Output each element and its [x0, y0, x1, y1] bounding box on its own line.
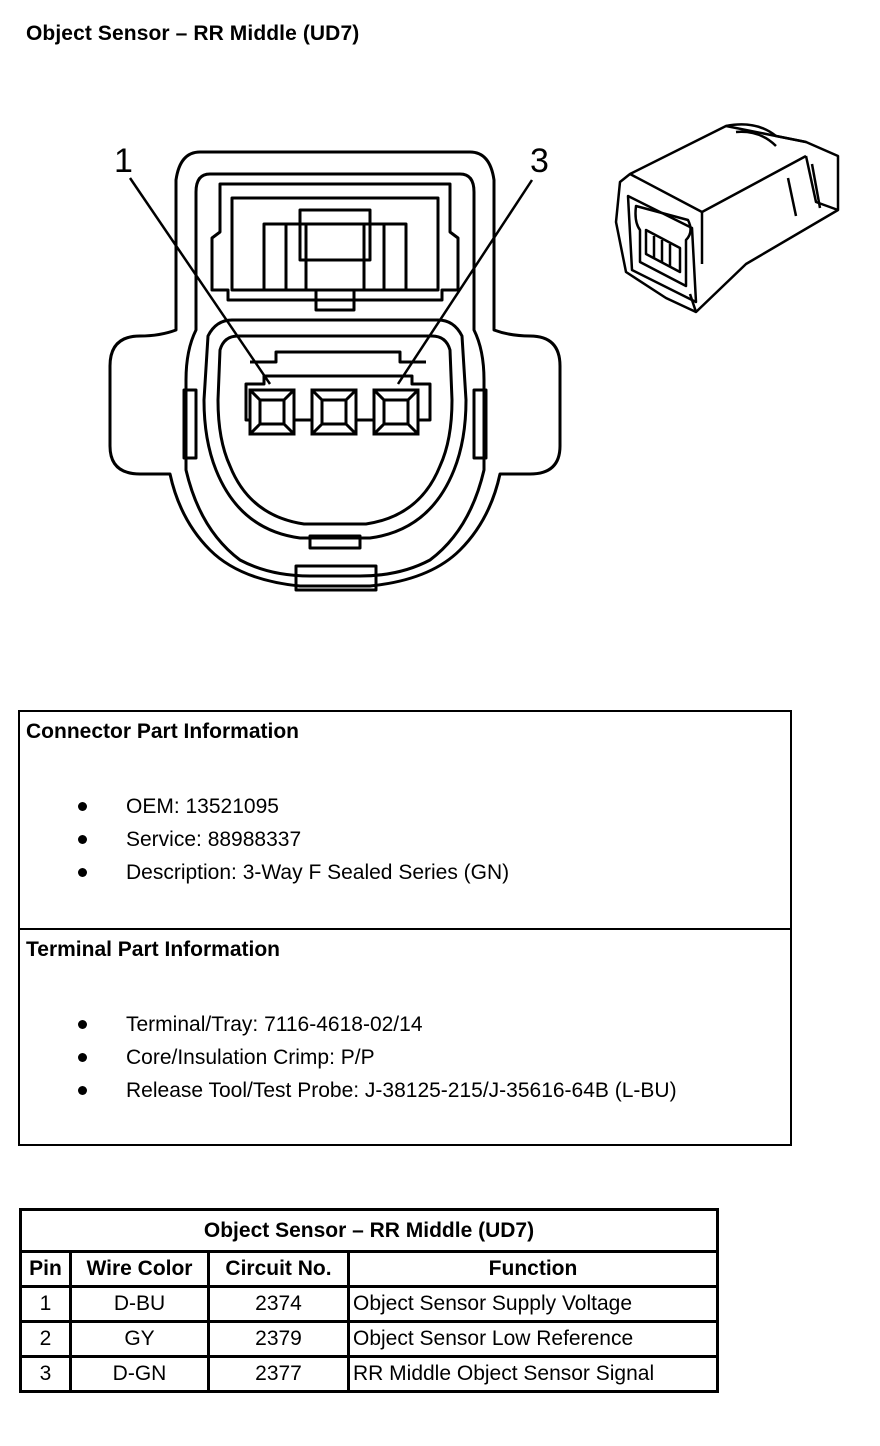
table-header-row: Pin Wire Color Circuit No. Function [19, 1250, 719, 1288]
part-information-box: Connector Part Information OEM: 13521095… [18, 710, 792, 1146]
list-item: Core/Insulation Crimp: P/P [20, 1041, 677, 1074]
pin-cell: 3 [19, 1355, 72, 1393]
bullet-icon [78, 835, 87, 844]
list-item: Service: 88988337 [20, 823, 509, 856]
connector-isometric-diagram [614, 123, 840, 314]
function-cell: Object Sensor Supply Voltage [347, 1285, 719, 1323]
table-title-row: Object Sensor – RR Middle (UD7) [19, 1208, 719, 1253]
terminal-part-information: Terminal Part Information Terminal/Tray:… [20, 930, 790, 1146]
pin-cell: 2 [19, 1320, 72, 1358]
bullet-icon [78, 1020, 87, 1029]
column-header-wire-color: Wire Color [69, 1250, 210, 1288]
bullet-icon [78, 868, 87, 877]
connector-face-diagram [108, 150, 562, 592]
wire-color-cell: D-GN [69, 1355, 210, 1393]
page-title: Object Sensor – RR Middle (UD7) [26, 22, 360, 45]
column-header-pin: Pin [19, 1250, 72, 1288]
wire-color-cell: GY [69, 1320, 210, 1358]
circuit-cell: 2377 [207, 1355, 350, 1393]
pin-cell: 1 [19, 1285, 72, 1323]
list-item: Description: 3-Way F Sealed Series (GN) [20, 856, 509, 889]
pin-label-3: 3 [530, 142, 549, 180]
pin-label-1: 1 [114, 142, 133, 180]
terminal-cavity-2 [310, 388, 358, 436]
bullet-icon [78, 802, 87, 811]
bullet-icon [78, 1086, 87, 1095]
wire-color-cell: D-BU [69, 1285, 210, 1323]
column-header-circuit-no: Circuit No. [207, 1250, 350, 1288]
function-cell: Object Sensor Low Reference [347, 1320, 719, 1358]
terminal-cavity-3 [372, 388, 420, 436]
table-row: 1 D-BU 2374 Object Sensor Supply Voltage [19, 1285, 719, 1323]
leader-line-pin-1 [128, 177, 272, 385]
column-header-function: Function [347, 1250, 719, 1288]
pin-table: Object Sensor – RR Middle (UD7) Pin Wire… [19, 1208, 719, 1393]
terminal-cavity-1 [248, 388, 296, 436]
leader-line-pin-3 [396, 179, 534, 385]
connector-part-information-title: Connector Part Information [26, 720, 300, 743]
bullet-icon [78, 1053, 87, 1062]
table-row: 2 GY 2379 Object Sensor Low Reference [19, 1320, 719, 1358]
table-title: Object Sensor – RR Middle (UD7) [19, 1208, 719, 1253]
function-cell: RR Middle Object Sensor Signal [347, 1355, 719, 1393]
terminal-part-information-title: Terminal Part Information [26, 938, 280, 961]
circuit-cell: 2374 [207, 1285, 350, 1323]
list-item: OEM: 13521095 [20, 790, 509, 823]
connector-part-information: Connector Part Information OEM: 13521095… [20, 712, 790, 930]
list-item: Terminal/Tray: 7116-4618-02/14 [20, 1008, 677, 1041]
list-item: Release Tool/Test Probe: J-38125-215/J-3… [20, 1074, 677, 1107]
circuit-cell: 2379 [207, 1320, 350, 1358]
table-row: 3 D-GN 2377 RR Middle Object Sensor Sign… [19, 1355, 719, 1393]
